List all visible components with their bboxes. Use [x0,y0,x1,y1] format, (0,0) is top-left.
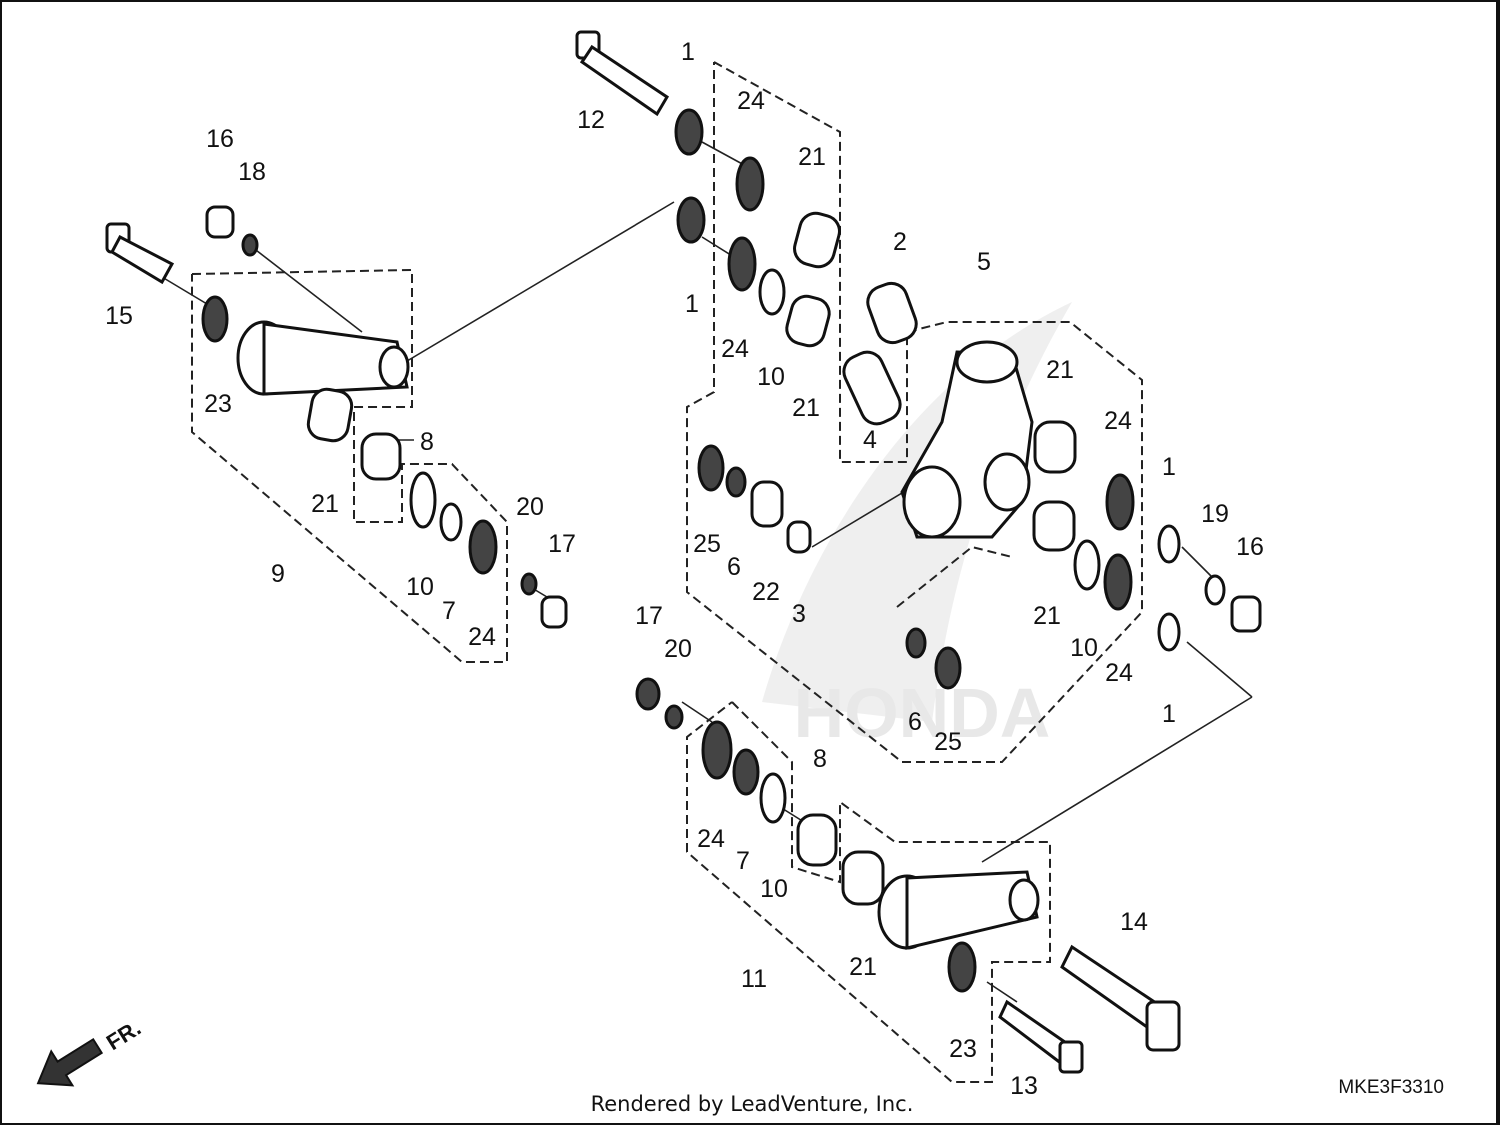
callout-20: 20 [664,635,692,663]
part-bolt-14 [1060,944,1181,1052]
callout-19: 19 [1201,500,1229,528]
group-outline-5-inner [896,545,1013,608]
diagram-code: MKE3F3310 [1338,1077,1444,1098]
arrow-icon [36,1037,104,1087]
part-link-rod-9 [236,320,410,396]
part-bolt-15 [105,222,175,285]
callout-21: 21 [1033,602,1061,630]
callout-24: 24 [1104,407,1132,435]
callout-1: 1 [1162,453,1176,481]
callout-7: 7 [442,597,456,625]
callout-10: 10 [760,875,788,903]
callout-21: 21 [792,394,820,422]
callout-7: 7 [736,847,750,875]
callout-6: 6 [908,708,922,736]
leader-lines [161,141,1253,1003]
callout-12: 12 [577,106,605,134]
callout-10: 10 [406,573,434,601]
callout-18: 18 [238,158,266,186]
callout-1: 1 [685,290,699,318]
callout-23: 23 [949,1035,977,1063]
part-bolt-12 [575,30,670,117]
callout-8: 8 [420,428,434,456]
callout-17: 17 [548,530,576,558]
group-outline-center [686,61,1143,763]
callout-3: 3 [792,600,806,628]
callout-14: 14 [1120,908,1148,936]
callout-5: 5 [977,248,991,276]
part-bolt-13 [998,999,1084,1074]
callout-21: 21 [311,490,339,518]
fr-label: FR. [102,1015,145,1055]
callout-17: 17 [635,602,663,630]
callout-10: 10 [1070,634,1098,662]
callout-24: 24 [721,335,749,363]
callout-21: 21 [1046,356,1074,384]
callout-24: 24 [468,623,496,651]
callout-9: 9 [271,560,285,588]
callout-15: 15 [105,302,133,330]
callout-20: 20 [516,493,544,521]
callout-22: 22 [752,578,780,606]
callout-6: 6 [727,553,741,581]
callout-21: 21 [849,953,877,981]
callout-25: 25 [934,728,962,756]
watermark-text: HONDA [794,674,1051,752]
callout-8: 8 [813,745,827,773]
front-direction-arrow: FR. [36,1015,145,1087]
callout-23: 23 [204,390,232,418]
callout-11: 11 [741,965,767,993]
callout-21: 21 [798,143,826,171]
callout-24: 24 [697,825,725,853]
callout-16: 16 [206,125,234,153]
callout-labels: 1 1 1 1 2 3 4 5 6 6 7 7 8 8 9 10 10 10 1… [105,38,1264,1100]
part-rings [201,108,1226,993]
callout-25: 25 [693,530,721,558]
part-cylinders [205,205,1262,906]
part-rocker-arm-5 [900,340,1034,539]
callout-16: 16 [1236,533,1264,561]
callout-2: 2 [893,228,907,256]
group-outline-11 [686,701,1051,1083]
callout-10: 10 [757,363,785,391]
callout-24: 24 [1105,659,1133,687]
callout-1: 1 [681,38,695,66]
callout-24: 24 [737,87,765,115]
callout-4: 4 [863,426,877,454]
footer-credit: Rendered by LeadVenture, Inc. [590,1092,914,1116]
group-outline-9 [191,268,508,663]
callout-1: 1 [1162,700,1176,728]
callout-13: 13 [1010,1072,1038,1100]
part-link-rod-11 [877,870,1040,950]
